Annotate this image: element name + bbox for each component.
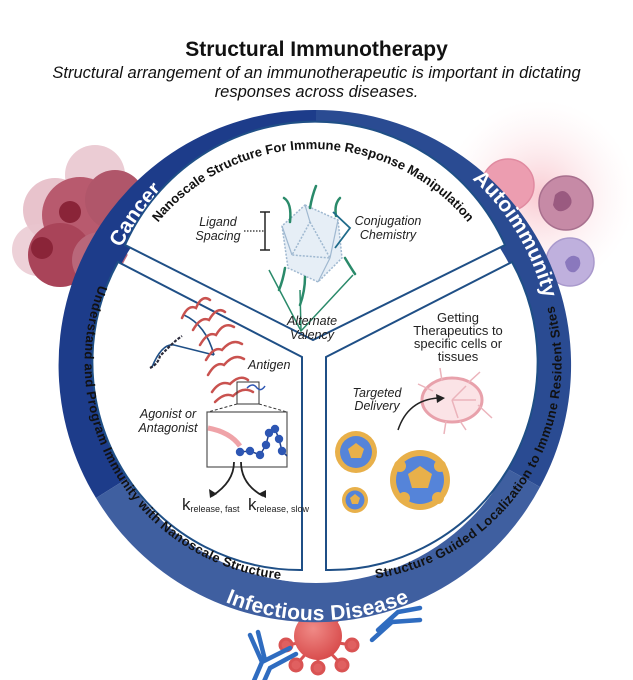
label-conjugation-2: Chemistry [360, 228, 417, 242]
label-getting-1: Getting [437, 310, 479, 325]
label-k-release-slow: krelease, slow [248, 495, 310, 514]
dna-nanostructure [149, 297, 288, 498]
label-valency-1: Alternate [286, 314, 337, 328]
nanoparticle-small [342, 487, 368, 513]
subtitle-line-1: Structural arrangement of an immunothera… [52, 64, 581, 82]
label-getting-4: tissues [438, 349, 479, 364]
ring-segment-infectious-disease [96, 468, 540, 623]
figure-subtitle: Structural arrangement of an immunothera… [0, 64, 633, 102]
label-valency-2: Valency [290, 328, 335, 342]
label-k-release-fast: krelease, fast [182, 495, 240, 514]
label-antigen: Antigen [247, 358, 290, 372]
label-ligand-spacing-1: Ligand [199, 215, 238, 229]
label-ligand-spacing-2: Spacing [195, 229, 240, 243]
label-conjugation-1: Conjugation [355, 214, 422, 228]
ring-segment-cancer [58, 109, 317, 498]
label-targeted-2: Delivery [354, 399, 400, 413]
nanoparticle-large [390, 450, 450, 510]
panel-left-border [91, 260, 303, 572]
valency-connector [268, 269, 354, 333]
label-getting-2: Therapeutics to [413, 323, 503, 338]
dna-helices [180, 297, 255, 404]
label-agonist-2: Antagonist [137, 421, 198, 435]
icosahedron-nanoparticle [244, 184, 357, 333]
delivery-arrow [397, 397, 439, 431]
subtitle-line-2: responses across diseases. [214, 83, 419, 101]
label-agonist-1: Agonist or [139, 407, 197, 421]
label-targeted-1: Targeted [353, 386, 403, 400]
pink-strand [207, 425, 243, 448]
target-cell-illustration [397, 367, 493, 435]
figure-title: Structural Immunotherapy [185, 38, 448, 61]
nanoparticle-medium [335, 431, 377, 473]
conjugation-bracket [332, 211, 352, 249]
cancer-nucleus [31, 237, 53, 259]
ligand-spacing-bar [244, 211, 270, 251]
antigen-beads [235, 424, 287, 460]
ring-segment-autoimmunity [316, 109, 572, 487]
label-getting-3: specific cells or [414, 336, 503, 351]
protein-nanoparticles [335, 431, 450, 513]
cancer-nucleus [59, 201, 81, 223]
zoom-inset-box [206, 411, 288, 468]
